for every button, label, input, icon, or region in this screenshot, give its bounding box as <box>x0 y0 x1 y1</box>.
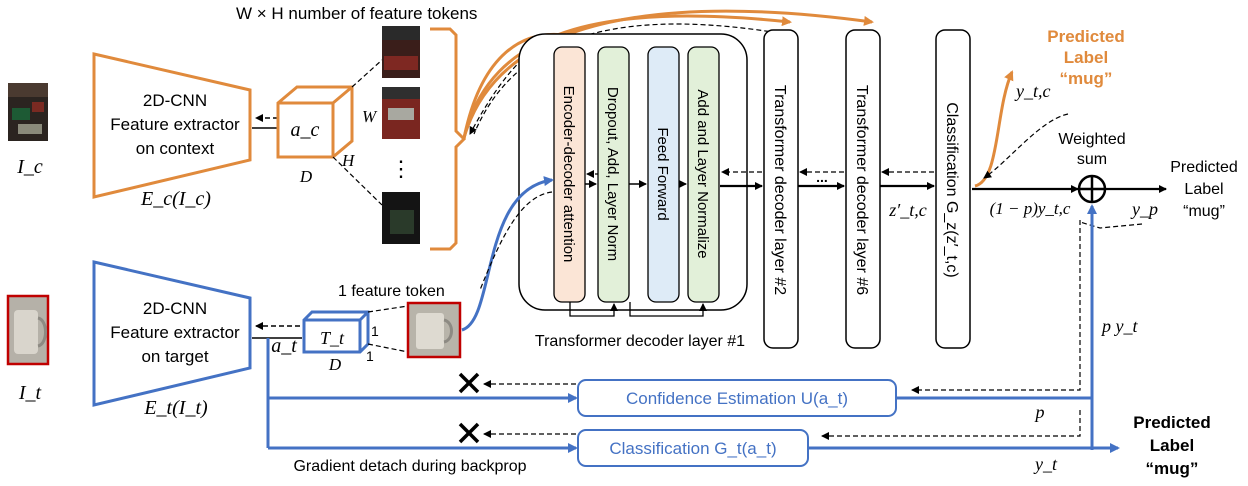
gradient-detach-note: Gradient detach during backprop <box>293 458 526 475</box>
token-ellipsis: ⋮ <box>390 156 412 181</box>
feed-forward-block <box>647 46 680 303</box>
token-thumbnail <box>382 192 420 244</box>
pred-bottom-line-1: Predicted <box>1133 413 1210 432</box>
target-cnn-line-2: Feature extractor <box>110 323 240 342</box>
token-thumbnail <box>382 87 420 139</box>
decoder-layer-6-label: Transformer decoder layer #6 <box>853 85 870 295</box>
gradient-stop-icon <box>458 372 480 394</box>
context-cnn-caption: E_c(I_c) <box>140 188 211 210</box>
target-cnn-trapezoid <box>92 260 252 407</box>
dropout-add-norm-label: Dropout, Add, Layer Norm <box>604 87 621 261</box>
context-image-label: I_c <box>16 156 43 178</box>
target-cnn-line-1: 2D-CNN <box>143 299 207 318</box>
y-p-label: y_p <box>1130 199 1158 219</box>
add-layer-normalize-label: Add and Layer Normalize <box>694 89 711 258</box>
projection-line <box>367 305 409 313</box>
y-t-label: y_t <box>1033 454 1058 474</box>
decoder-layer-1-caption: Transformer decoder layer #1 <box>535 333 745 350</box>
dashed-output-return <box>983 113 1069 179</box>
pred-bottom-line-3: “mug” <box>1146 459 1199 478</box>
tokens-brace <box>430 27 467 251</box>
classification-z-label: Classification G_z(z′_t,c) <box>943 102 960 278</box>
residual-arrow <box>569 302 618 317</box>
residual-arrow <box>629 302 707 317</box>
target-cnn-line-3: on target <box>141 347 208 366</box>
dashed-confidence-return <box>911 220 1081 394</box>
gradient-stop-icon <box>458 422 480 444</box>
one-minus-p-label: (1 − p)y_t,c <box>990 199 1071 218</box>
decoder-layer-6-block <box>845 29 881 349</box>
context-cube-w: W <box>362 107 378 126</box>
context-cnn-line-3: on context <box>136 139 215 158</box>
projection-line <box>332 156 383 206</box>
context-cube-d: D <box>299 167 313 186</box>
dashed-attention-return <box>479 191 553 291</box>
context-cube-label: a_c <box>291 119 320 141</box>
context-cnn-line-1: 2D-CNN <box>143 91 207 110</box>
pred-top-line-1: Predicted <box>1047 27 1124 46</box>
context-cnn-trapezoid <box>92 52 252 199</box>
z-label: z′_t,c <box>888 200 926 220</box>
blue-to-attention-arrow <box>461 176 554 332</box>
dashed-classification-return <box>821 410 1081 440</box>
orange-arrow-to-layer2 <box>462 14 792 139</box>
y-tc-label: y_t,c <box>1014 81 1050 101</box>
orange-arrow-to-layer6 <box>462 9 874 139</box>
p-y-t-label: p y_t <box>1100 316 1138 336</box>
pred-bottom-line-2: Label <box>1150 436 1194 455</box>
pred-top-line-2: Label <box>1064 48 1108 67</box>
classification-z-block <box>935 29 971 349</box>
target-cnn-caption: E_t(I_t) <box>143 397 208 419</box>
pred-right-line-3: “mug” <box>1183 203 1225 220</box>
target-cube-d: D <box>328 355 342 374</box>
projection-line <box>351 59 383 88</box>
context-image <box>8 83 48 141</box>
token-thumbnail <box>382 26 420 78</box>
weighted-sum-line-1: Weighted <box>1058 131 1125 148</box>
add-layer-normalize-block <box>687 46 720 303</box>
context-cnn-line-2: Feature extractor <box>110 115 240 134</box>
target-cube-one-b: 1 <box>366 348 374 364</box>
decoder-layer-2-label: Transformer decoder layer #2 <box>771 85 788 295</box>
weighted-sum-line-2: sum <box>1077 151 1107 168</box>
context-cube-h: H <box>341 151 356 170</box>
target-image-label: I_t <box>18 382 42 404</box>
projection-line <box>367 343 409 353</box>
one-token-label: 1 feature token <box>338 283 445 300</box>
classification-t-label: Classification G_t(a_t) <box>609 439 776 458</box>
feed-forward-label: Feed Forward <box>654 127 671 220</box>
encoder-decoder-attention-label: Encoder-decoder attention <box>560 86 577 263</box>
decoder-layer-2-block <box>763 29 799 349</box>
confidence-estimation-label: Confidence Estimation U(a_t) <box>626 389 848 408</box>
target-token-thumbnail <box>406 301 462 359</box>
pred-right-line-1: Predicted <box>1170 159 1238 176</box>
target-cube-label: T_t <box>320 328 345 348</box>
tokens-label: W × H number of feature tokens <box>236 4 477 23</box>
weighted-sum-node <box>1077 174 1107 204</box>
a-t-label: a_t <box>271 335 297 357</box>
pred-top-line-3: “mug” <box>1060 69 1113 88</box>
orange-output-arrow <box>974 70 1014 188</box>
context-cube <box>276 85 354 159</box>
target-image <box>6 294 50 366</box>
layer-dots: ... <box>816 169 828 185</box>
target-cube-one-a: 1 <box>371 323 379 339</box>
p-label: p <box>1034 402 1045 422</box>
dashed-yp-return <box>1079 221 1143 229</box>
pred-right-line-2: Label <box>1184 181 1223 198</box>
